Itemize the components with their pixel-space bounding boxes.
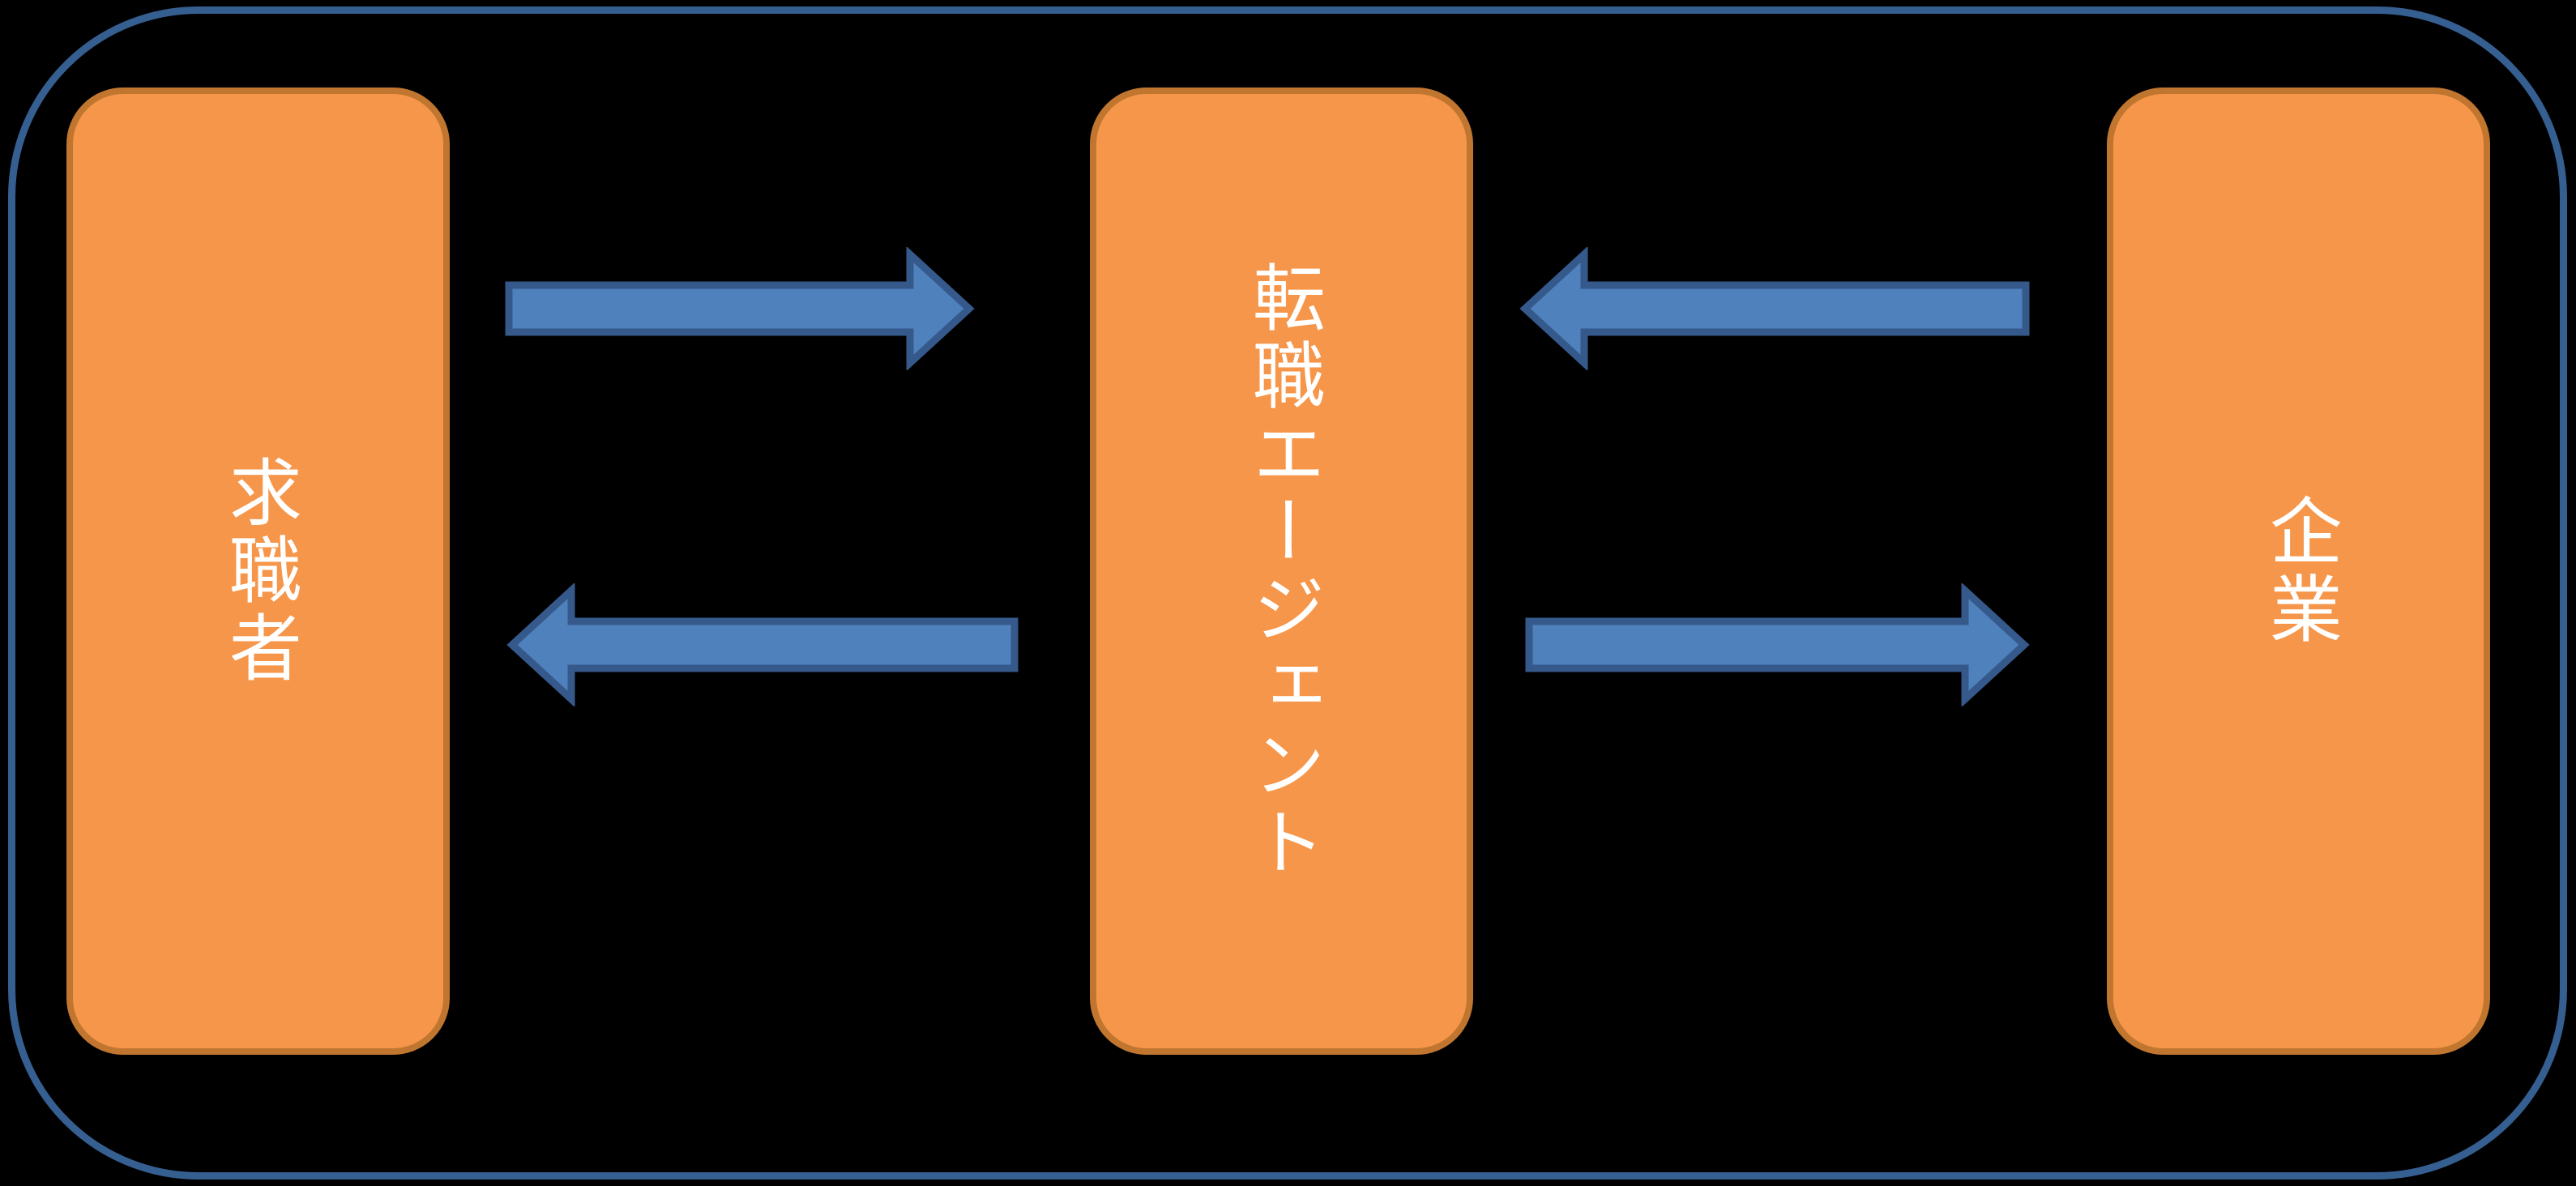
left-arrow-shape <box>1519 247 2030 370</box>
node-company: 企業 <box>2107 87 2490 1055</box>
arrow-agent-to-company-icon <box>1525 583 2030 706</box>
node-job-seeker: 求職者 <box>66 87 450 1055</box>
node-company-label: 企業 <box>2256 493 2342 649</box>
arrow-seeker-to-agent-icon <box>505 247 975 370</box>
node-agent: 転職エージェント <box>1090 87 1473 1055</box>
right-arrow-shape <box>505 247 975 370</box>
node-job-seeker-label: 求職者 <box>216 454 301 688</box>
left-arrow-shape <box>506 583 1019 706</box>
right-arrow-shape <box>1525 583 2030 706</box>
node-agent-label: 転職エージェント <box>1239 260 1325 882</box>
outer-frame <box>8 6 2567 1180</box>
arrow-company-to-agent-icon <box>1519 247 2030 370</box>
arrow-agent-to-seeker-icon <box>506 583 1019 706</box>
